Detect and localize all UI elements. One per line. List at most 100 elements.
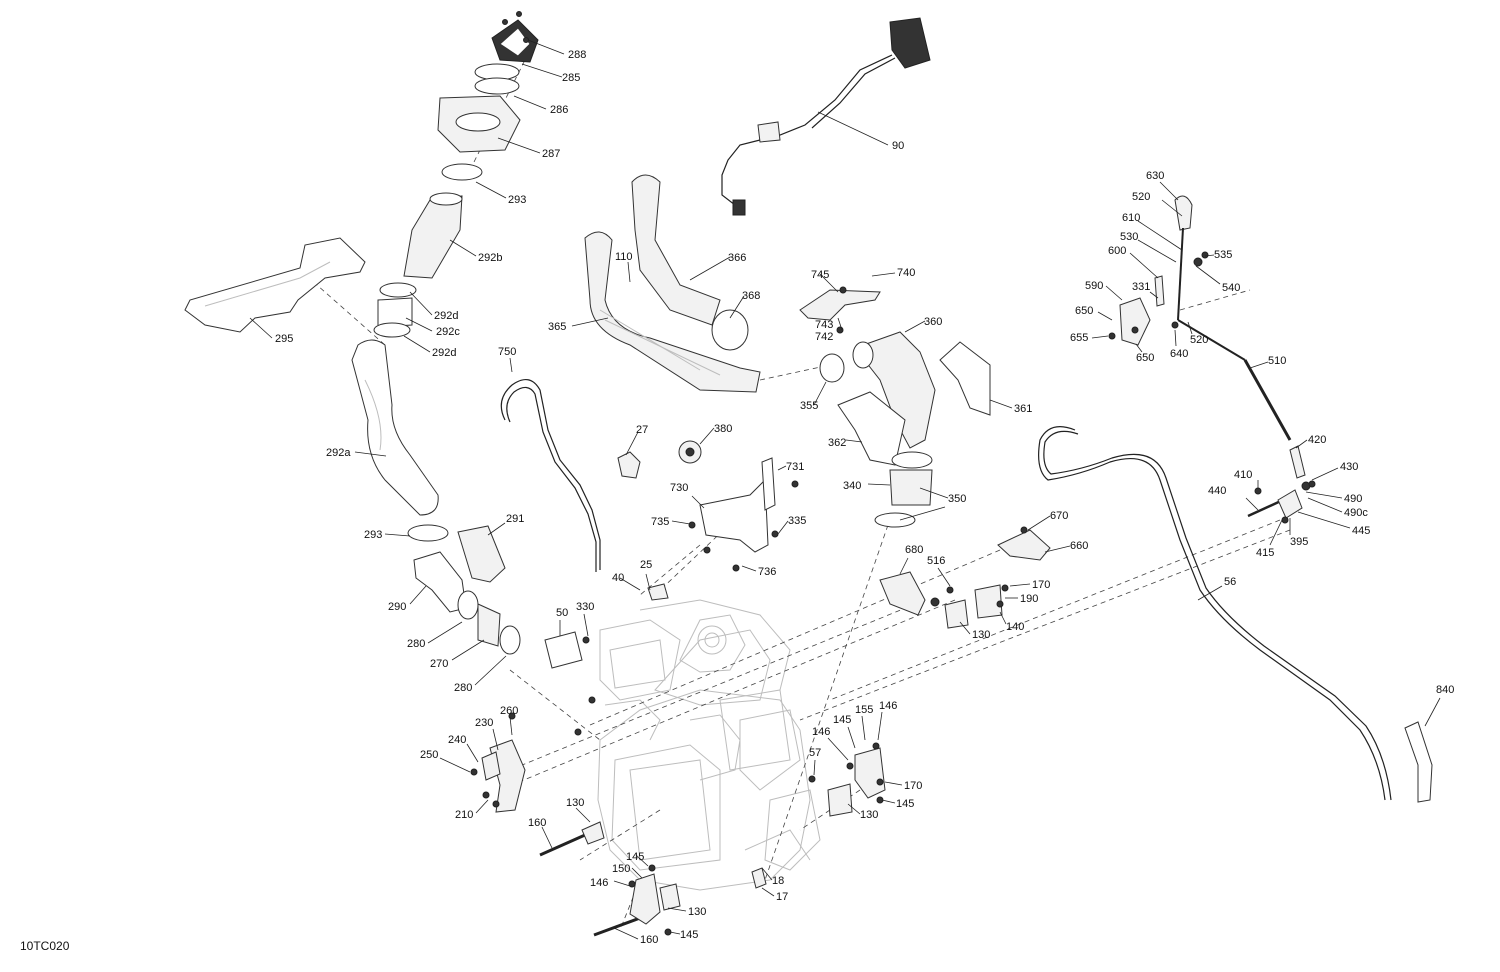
callout-490: 490: [1344, 493, 1362, 505]
callout-130: 130: [860, 809, 878, 821]
callout-50: 50: [556, 607, 568, 619]
callout-380: 380: [714, 423, 732, 435]
bracket-740: [799, 286, 881, 334]
callout-140: 140: [1006, 621, 1024, 633]
sensor-25: [647, 583, 669, 601]
callout-510: 510: [1268, 355, 1286, 367]
callout-840: 840: [1436, 684, 1454, 696]
elbow-27: [617, 451, 641, 479]
callout-270: 270: [430, 658, 448, 670]
callout-250: 250: [420, 749, 438, 761]
callout-410: 410: [1234, 469, 1252, 481]
callout-540: 540: [1222, 282, 1240, 294]
callout-731: 731: [786, 461, 804, 473]
callout-490c: 490c: [1344, 507, 1368, 519]
heat-shield-361: [939, 341, 991, 416]
callout-291: 291: [506, 513, 524, 525]
callout-640: 640: [1170, 348, 1188, 360]
heat-shield-362: [837, 391, 906, 466]
callout-130: 130: [688, 906, 706, 918]
callout-130: 130: [566, 797, 584, 809]
callout-56: 56: [1224, 576, 1236, 588]
callout-18: 18: [772, 875, 784, 887]
callout-292a: 292a: [326, 447, 351, 459]
callout-630: 630: [1146, 170, 1164, 182]
clamp-355: [819, 353, 845, 383]
callout-286: 286: [550, 104, 568, 116]
mount-bracket-right-lower: [808, 742, 886, 817]
grommet-380: [678, 440, 702, 464]
callout-735: 735: [651, 516, 669, 528]
callout-293: 293: [508, 194, 526, 206]
callout-750: 750: [498, 346, 516, 358]
callout-25: 25: [640, 559, 652, 571]
leader-lines: [249, 39, 1441, 940]
callout-230: 230: [475, 717, 493, 729]
callout-362: 362: [828, 437, 846, 449]
callout-600: 600: [1108, 245, 1126, 257]
callout-365: 365: [548, 321, 566, 333]
mount-190-170: [944, 584, 1009, 629]
callout-368: 368: [742, 290, 760, 302]
callout-293: 293: [364, 529, 382, 541]
hose-840: [1404, 721, 1433, 803]
seal-ring-293-top: [441, 163, 483, 181]
engine-mount-230: [470, 712, 526, 813]
silencer-360: [852, 331, 936, 449]
callout-395: 395: [1290, 536, 1308, 548]
exhaust-pipe-365: [584, 231, 761, 393]
wiring-harness-90: [721, 17, 931, 216]
callout-146: 146: [812, 726, 830, 738]
filter-340: [874, 451, 933, 528]
engine-block-illustration: [597, 599, 821, 891]
callout-57: 57: [809, 747, 821, 759]
callout-743: 743: [815, 319, 833, 331]
callout-40: 40: [612, 572, 624, 584]
callout-740: 740: [897, 267, 915, 279]
callout-292d: 292d: [434, 310, 458, 322]
callout-420: 420: [1308, 434, 1326, 446]
callout-292c: 292c: [436, 326, 460, 338]
callout-288: 288: [568, 49, 586, 61]
callout-331: 331: [1132, 281, 1150, 293]
callout-415: 415: [1256, 547, 1274, 559]
callout-210: 210: [455, 809, 473, 821]
callout-330: 330: [576, 601, 594, 613]
callout-742: 742: [815, 331, 833, 343]
callout-590: 590: [1085, 280, 1103, 292]
callout-146: 146: [590, 877, 608, 889]
callout-145: 145: [833, 714, 851, 726]
callout-655: 655: [1070, 332, 1088, 344]
callout-285: 285: [562, 72, 580, 84]
callout-516: 516: [927, 555, 945, 567]
intake-duct-292b: [403, 192, 463, 279]
intake-cap-288: [491, 11, 539, 63]
callout-240: 240: [448, 734, 466, 746]
callout-110: 110: [615, 251, 633, 263]
callout-260: 260: [500, 705, 518, 717]
callout-670: 670: [1050, 510, 1068, 522]
exhaust-pipe-366: [631, 174, 749, 351]
callout-170: 170: [1032, 579, 1050, 591]
callout-445: 445: [1352, 525, 1370, 537]
callout-27: 27: [636, 424, 648, 436]
callout-190: 190: [1020, 593, 1038, 605]
callout-292b: 292b: [478, 252, 502, 264]
callout-730: 730: [670, 482, 688, 494]
callout-160: 160: [528, 817, 546, 829]
callout-430: 430: [1340, 461, 1358, 473]
intake-hose-292a: [351, 339, 439, 516]
callout-680: 680: [905, 544, 923, 556]
callout-292d: 292d: [432, 347, 456, 359]
callout-287: 287: [542, 148, 560, 160]
callout-290: 290: [388, 601, 406, 613]
pin-17-18: [751, 867, 767, 889]
callout-295: 295: [275, 333, 293, 345]
bolt-160-upper: [539, 821, 605, 857]
callout-350: 350: [948, 493, 966, 505]
intake-ring-285: [474, 63, 520, 95]
diagram-code: 10TC020: [20, 939, 70, 953]
callout-360: 360: [924, 316, 942, 328]
callout-650: 650: [1136, 352, 1154, 364]
